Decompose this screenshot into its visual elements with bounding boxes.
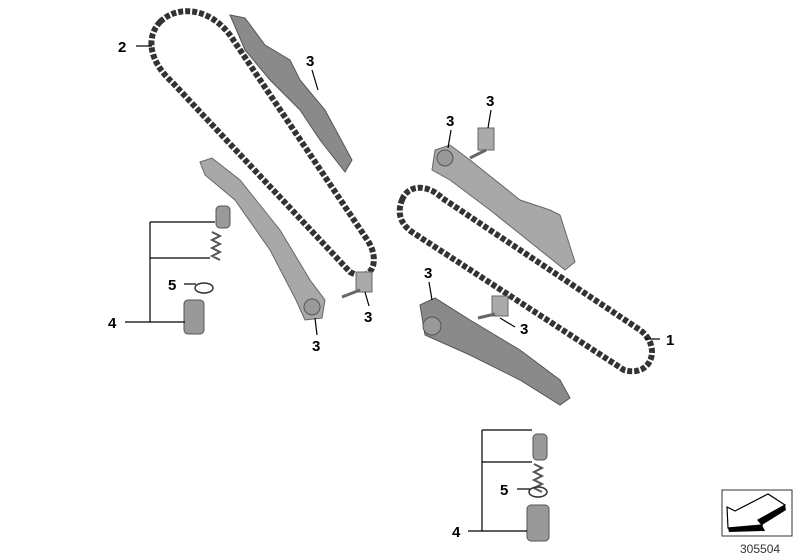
bolt-right-lower xyxy=(477,295,509,320)
label-chain-right: 1 xyxy=(666,332,674,349)
guide-rail-left-lower xyxy=(199,157,326,321)
rail-pivot-right-upper xyxy=(436,149,454,167)
label-tensioner-left: 4 xyxy=(108,315,117,332)
label-chain-left: 2 xyxy=(118,39,126,56)
arrow-down-left-icon xyxy=(721,489,793,537)
label-bolt-left-lower: 3 xyxy=(364,309,372,326)
label-rail-right-upper: 3 xyxy=(446,113,454,130)
chain-right xyxy=(396,184,655,375)
label-bolt-right-lower: 3 xyxy=(520,321,528,338)
leader-lines xyxy=(125,45,660,532)
tensioner-rail-right-lower xyxy=(419,297,571,406)
chain-tensioner-left xyxy=(183,205,231,335)
label-rail-left-lower: 3 xyxy=(312,338,320,355)
label-seal-left: 5 xyxy=(168,277,176,294)
label-rail-left-upper: 3 xyxy=(306,53,314,70)
label-tensioner-right: 4 xyxy=(452,524,461,541)
chain-left xyxy=(148,8,377,279)
guide-rail-right-upper xyxy=(431,144,576,271)
label-rail-right-lower: 3 xyxy=(424,265,432,282)
bolt-left-lower xyxy=(341,271,373,299)
rail-pivot-left xyxy=(303,298,321,316)
reference-number: 305504 xyxy=(740,542,780,556)
chain-tensioner-right xyxy=(526,433,550,542)
bolt-right-upper xyxy=(469,127,495,160)
rail-pivot-right-lower xyxy=(422,316,442,336)
label-seal-right: 5 xyxy=(500,482,508,499)
guide-rail-left-upper xyxy=(229,14,353,173)
label-bolt-right-upper: 3 xyxy=(486,93,494,110)
